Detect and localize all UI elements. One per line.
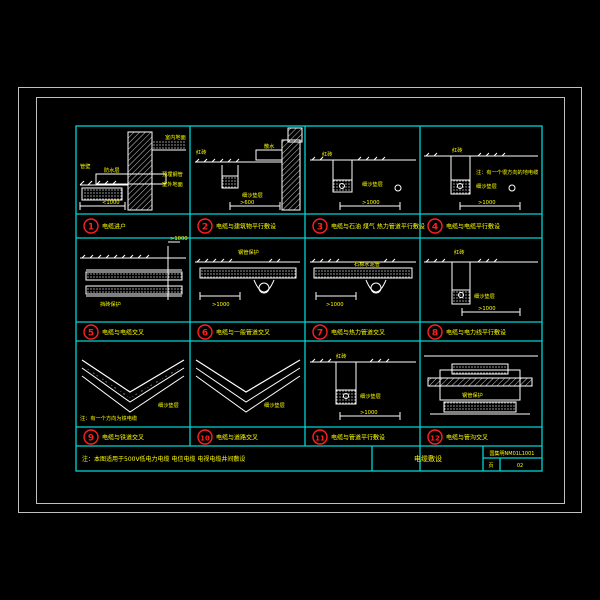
drawing-label: 红砖 [196, 148, 206, 156]
panel-8-drawing [424, 258, 538, 316]
panel-number: 2 [202, 223, 208, 233]
drawing-label: 红砖 [336, 352, 346, 360]
panel-number: 9 [88, 434, 94, 444]
panel-caption: 电缆与石油 煤气 热力管道平行敷设 [331, 223, 425, 231]
drawing-label: 石棉水泥管 [354, 260, 380, 268]
drawing-label: 防水层 [104, 166, 120, 174]
drawing-label: 室内地面 [165, 133, 186, 141]
drawing-label: >1000 [212, 302, 230, 308]
drawing-label: >1000 [478, 306, 496, 312]
panel-caption: 电缆进户 [102, 223, 126, 231]
labels-layer: 室内地面管壁防水层预埋钢管室外地面<1000红砖散水细沙垫层>600红砖细沙垫层… [80, 133, 538, 422]
drawing-label: 细沙垫层 [158, 401, 179, 409]
page-number: 02 [517, 463, 523, 469]
panel-4-drawing [424, 152, 538, 210]
drawing-label: >600 [240, 200, 254, 206]
panel-number-circle [83, 218, 99, 234]
sheet-title: 电缆敷设 [414, 454, 442, 463]
captions-layer: 1 电缆进户 2 电缆与建筑物平行敷设 3 电缆与石油 煤气 热力管道平行敷设 4 电缆与电缆… [83, 218, 506, 445]
drawing-label: 注：有一个很方向的地电缆 [476, 168, 538, 176]
panel-number-circle [312, 324, 328, 340]
panel-caption: 电缆与管沟交叉 [446, 434, 488, 442]
panel-12-drawing [424, 355, 538, 415]
panel-number: 6 [202, 329, 208, 339]
inner-frame [36, 97, 565, 504]
panel-2-drawing [195, 127, 303, 211]
panel-caption: 电缆与电缆平行敷设 [446, 223, 500, 231]
panel-number: 1 [88, 223, 94, 233]
panel-number: 7 [317, 329, 323, 339]
panel-number: 8 [432, 329, 438, 339]
panel-number: 12 [430, 435, 440, 443]
panel-1-drawing [79, 131, 186, 211]
drawing-label: 细沙垫层 [474, 292, 495, 300]
drawing-label: 钢管保护 [462, 391, 483, 399]
panel-9-drawing [81, 359, 185, 413]
panel-number-circle [312, 218, 328, 234]
panel-7-drawing [310, 258, 416, 300]
panel-caption: 电缆与建筑物平行敷设 [216, 223, 276, 231]
drawing-label: >1000 [326, 302, 344, 308]
drawing-label: >1000 [362, 200, 380, 206]
drawing-label: 红砖 [454, 248, 464, 256]
drawing-label: 管壁 [80, 162, 90, 170]
panel-number-circle [427, 429, 443, 445]
panel-number-circle [427, 324, 443, 340]
title-block: 注：本图适用于500V低电力电缆 电信电缆 电视电缆井间敷设 电缆敷设 国集明NM0… [82, 450, 534, 469]
panel-number-circle [197, 218, 213, 234]
drawing-label: 预埋钢管 [162, 170, 183, 178]
panel-number: 5 [88, 329, 94, 339]
panel-grid [75, 125, 543, 472]
drawing-code: 国集明NM01L1001 [490, 450, 535, 457]
panel-caption: 电缆与管道平行敷设 [331, 434, 385, 442]
panel-caption: 电缆与电力线平行敷设 [446, 329, 506, 337]
page-label: 页 [488, 463, 493, 469]
general-note: 注：本图适用于500V低电力电缆 电信电缆 电视电缆井间敷设 [82, 455, 245, 463]
outer-frame [18, 87, 582, 513]
panel-number: 3 [317, 223, 323, 233]
drawing-label: 红砖 [452, 146, 462, 154]
panel-6-drawing [195, 258, 300, 300]
drawing-label: 挡砖保护 [100, 300, 121, 308]
drawing-label: 细沙垫层 [360, 392, 381, 400]
panel-number: 11 [315, 435, 325, 443]
panel-number: 4 [432, 223, 438, 233]
drawing-label: 细沙垫层 [476, 182, 497, 190]
panel-number-circle [427, 218, 443, 234]
panel-number-circle [197, 324, 213, 340]
drawing-label: <1000 [102, 200, 120, 206]
drawing-label: >1000 [170, 236, 188, 242]
drawing-label: >1000 [360, 410, 378, 416]
panel-caption: 电缆与道路交叉 [216, 434, 258, 442]
panel-number-circle [312, 429, 328, 445]
panel-number-circle [197, 429, 213, 445]
panel-caption: 电缆与铁道交叉 [102, 434, 144, 442]
drawing-label: 红砖 [322, 150, 332, 158]
drawing-label: 室外地面 [162, 180, 183, 188]
drawing-label: 钢管保护 [238, 248, 259, 256]
panel-number-circle [83, 324, 99, 340]
panel-caption: 电缆与热力管道交叉 [331, 329, 385, 337]
panel-5-drawing [80, 241, 186, 300]
drawing-label: 细沙垫层 [242, 191, 263, 199]
drawing-label: >1000 [478, 200, 496, 206]
panel-number: 10 [200, 435, 210, 443]
panel-caption: 电缆与一般管道交叉 [216, 329, 270, 337]
panel-caption: 电缆与电缆交叉 [102, 329, 144, 337]
drawing-label: 细沙垫层 [362, 180, 383, 188]
drawing-label: 散水 [264, 142, 275, 150]
panel-number-circle [83, 429, 99, 445]
drawing-label: 细沙垫层 [264, 401, 285, 409]
panel-3-drawing [310, 156, 416, 210]
drawing-label: 注：有一个方向为铁电缆 [80, 414, 137, 422]
panel-10-drawing [195, 359, 301, 413]
panel-11-drawing [310, 358, 416, 420]
